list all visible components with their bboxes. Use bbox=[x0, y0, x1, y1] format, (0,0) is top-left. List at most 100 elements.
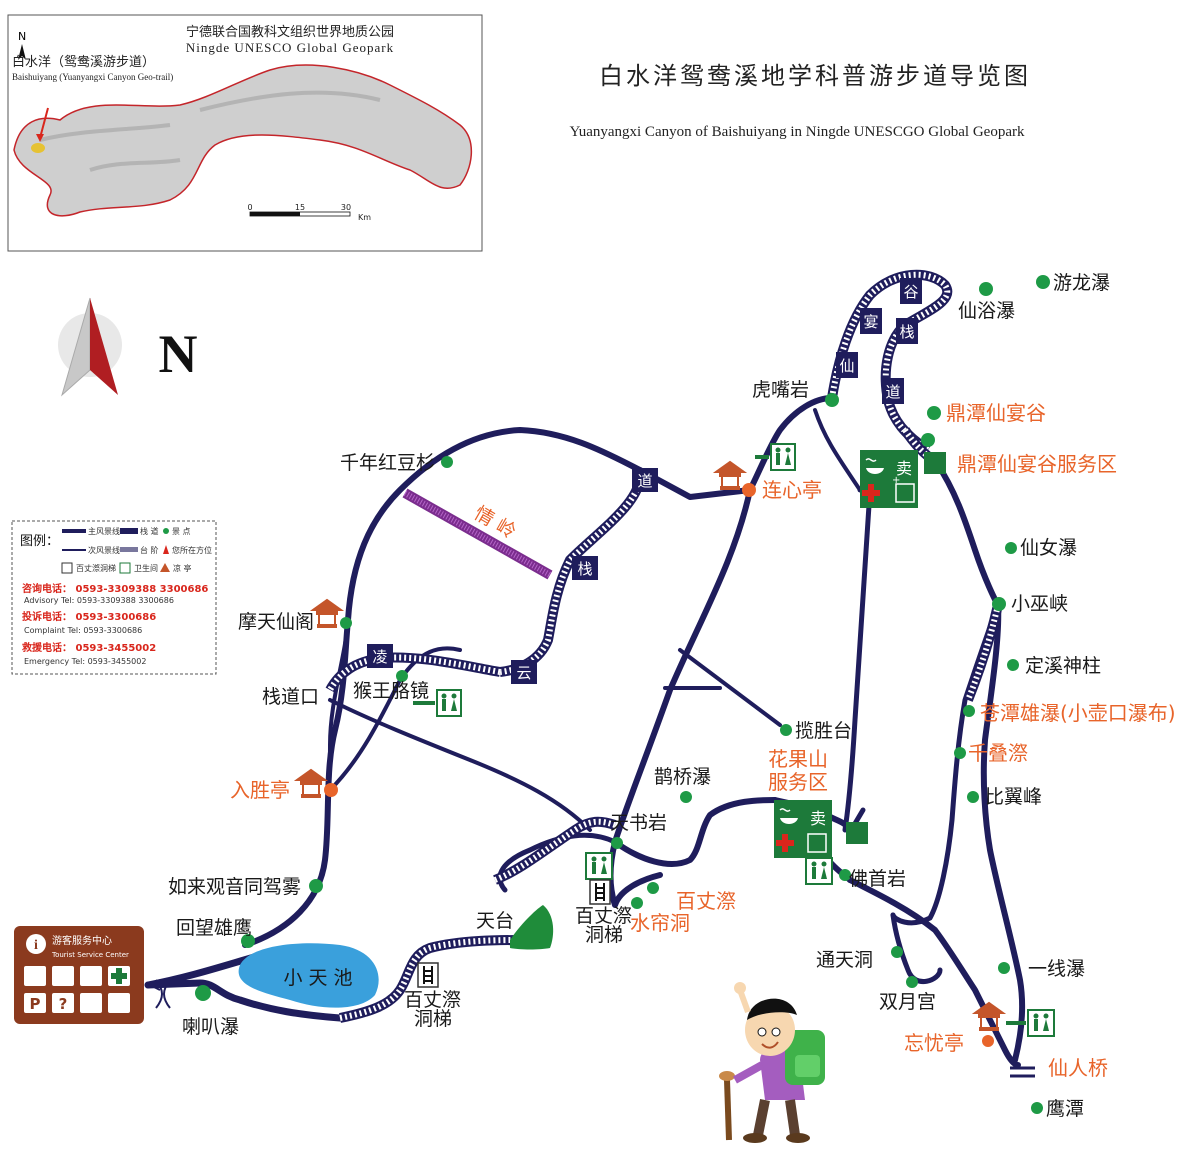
box-xian: 仙 bbox=[836, 352, 858, 378]
dot-xiaowuxia bbox=[992, 597, 1006, 611]
svg-text:道: 道 bbox=[637, 472, 652, 490]
map-legend: 图例： 主风景线 栈 道 景 点 次风景线 台 阶 您所在方位 百丈漈洞梯 卫生… bbox=[11, 520, 217, 675]
box-ling: 凌 bbox=[367, 644, 393, 668]
label-shuiliandong: 水帘洞 bbox=[630, 911, 690, 935]
toilet-icon bbox=[805, 857, 833, 885]
label-shuangyuegong: 双月宫 bbox=[879, 991, 936, 1013]
dot-cangtan bbox=[963, 705, 975, 717]
label-dingxi: 定溪神柱 bbox=[1025, 655, 1101, 677]
advisory-phone: 咨询电话： 0593-3309388 3300686 bbox=[22, 582, 208, 595]
label-xianrenqiao: 仙人桥 bbox=[1048, 1056, 1108, 1080]
ticket-icon bbox=[80, 966, 102, 986]
dot-youlongpu bbox=[1036, 275, 1050, 289]
svg-text:百丈漈洞梯: 百丈漈洞梯 bbox=[76, 563, 116, 573]
sell-icon: 卖 bbox=[810, 809, 826, 828]
label-rushengting: 入胜亭 bbox=[230, 778, 290, 802]
box-dao: 道 bbox=[632, 468, 658, 492]
label-queqiao: 鹊桥瀑 bbox=[654, 766, 711, 788]
huaguoshan-service-area: 卖 bbox=[774, 800, 868, 858]
hiker-illustration bbox=[719, 982, 825, 1143]
ladder-icon bbox=[589, 879, 611, 905]
svg-text:P: P bbox=[30, 995, 41, 1013]
label-xianyupu: 仙浴瀑 bbox=[958, 300, 1015, 322]
dot-rushengting bbox=[324, 783, 338, 797]
label-tiantai: 天台 bbox=[476, 910, 514, 932]
map-title-en: Yuanyangxi Canyon of Baishuiyang in Ning… bbox=[570, 124, 1025, 140]
dot-houwang bbox=[396, 670, 408, 682]
svg-text:凌: 凌 bbox=[372, 648, 387, 666]
label-houwang: 猴王胳镜 bbox=[353, 680, 429, 702]
svg-text:卫生间: 卫生间 bbox=[134, 563, 158, 573]
dot-wuyouting bbox=[982, 1035, 994, 1047]
dot-xianyupu bbox=[979, 282, 993, 296]
inset-pointer-arrow-icon bbox=[39, 107, 49, 139]
tourist-service-center: i 游客服务中心 Tourist Service Center P ? bbox=[14, 926, 171, 1024]
svg-text:栈 道: 栈 道 bbox=[140, 526, 159, 536]
center-name-en: Tourist Service Center bbox=[51, 951, 129, 959]
center-name-cn: 游客服务中心 bbox=[52, 934, 112, 947]
pavilion-points bbox=[324, 483, 994, 1047]
inset-map: 宁德联合国教科文组织世界地质公园 Ningde UNESCO Global Ge… bbox=[7, 14, 483, 252]
label-biyifeng: 比翼峰 bbox=[985, 786, 1042, 808]
svg-text:仙: 仙 bbox=[839, 357, 854, 375]
pavilion-icon bbox=[712, 460, 748, 490]
dot-lanshengtai bbox=[780, 724, 792, 736]
label-yingtan: 鹰潭 bbox=[1046, 1098, 1084, 1120]
svg-text:谷: 谷 bbox=[903, 283, 918, 301]
label-wuyouting: 忘忧亭 bbox=[904, 1031, 964, 1055]
dot-biyifeng bbox=[967, 791, 979, 803]
svg-text:栈: 栈 bbox=[577, 560, 592, 578]
geopark-outline bbox=[13, 64, 473, 217]
box-yun: 云 bbox=[511, 660, 537, 684]
toilet-icons bbox=[413, 443, 1055, 1037]
label-dongti-1: 百丈漈 bbox=[575, 905, 632, 927]
svg-text:Emergency Tel: 0593-3455002: Emergency Tel: 0593-3455002 bbox=[24, 657, 146, 666]
inset-north-arrow-icon: N bbox=[18, 30, 26, 60]
luggage-icon bbox=[52, 966, 74, 986]
svg-text:30: 30 bbox=[341, 203, 351, 212]
dot-hongdoushan bbox=[441, 456, 453, 468]
label-foshouyan: 佛首岩 bbox=[849, 868, 906, 890]
toilet-icon bbox=[413, 689, 462, 717]
currency-exchange-icon bbox=[24, 966, 46, 986]
dot-modian bbox=[340, 617, 352, 629]
pavilion-icon bbox=[309, 598, 345, 628]
restroom-icon bbox=[80, 993, 102, 1013]
trail-name-boxes: 仙 宴 谷 栈 道 道 栈 凌 云 bbox=[367, 278, 922, 684]
svg-text:?: ? bbox=[59, 995, 68, 1013]
label-xiaowuxia: 小巫峡 bbox=[1011, 593, 1068, 615]
dot-foshouyan bbox=[839, 869, 851, 881]
svg-text:云: 云 bbox=[516, 664, 531, 682]
dot-dingtan-2 bbox=[921, 433, 935, 447]
svg-text:+: + bbox=[892, 475, 900, 486]
label-qiandieji: 千叠漈 bbox=[968, 741, 1028, 765]
label-dongti2-1: 百丈漈 bbox=[404, 989, 461, 1011]
svg-text:道: 道 bbox=[885, 383, 900, 401]
xianrenqiao-bridge bbox=[1010, 1066, 1035, 1078]
xiaotianchi-lake bbox=[238, 943, 379, 1008]
label-dongti-2: 洞梯 bbox=[585, 924, 623, 946]
pavilion-icon bbox=[971, 1001, 1007, 1031]
label-tianshuyan: 天书岩 bbox=[610, 812, 667, 834]
box-gu: 谷 bbox=[900, 278, 922, 304]
compass-north-icon: N bbox=[58, 297, 198, 397]
complaint-phone: 投诉电话： 0593-3300686 bbox=[22, 610, 156, 623]
sell-icon: 卖 bbox=[896, 459, 912, 478]
svg-text:次风景线: 次风景线 bbox=[88, 545, 120, 555]
label-lianxinting: 连心亭 bbox=[762, 478, 822, 502]
box-zhan-upper: 栈 bbox=[896, 318, 918, 344]
tiantai-platform bbox=[510, 905, 554, 950]
pavilion-icons bbox=[293, 460, 1007, 1031]
label-baizhangji: 百丈漈 bbox=[676, 889, 736, 913]
box-zhan: 栈 bbox=[572, 556, 598, 580]
ladder-icon bbox=[417, 962, 439, 988]
svg-text:宴: 宴 bbox=[863, 313, 878, 331]
dot-yixianpu bbox=[998, 962, 1010, 974]
label-modian: 摩天仙阁 bbox=[238, 611, 314, 633]
pavilion-icon bbox=[293, 768, 329, 798]
inset-place-cn: 白水洋（鸳鸯溪游步道） bbox=[12, 54, 155, 70]
label-labapu: 喇叭瀑 bbox=[182, 1016, 239, 1038]
dot-lianxinting bbox=[742, 483, 756, 497]
svg-text:Km: Km bbox=[358, 213, 371, 222]
